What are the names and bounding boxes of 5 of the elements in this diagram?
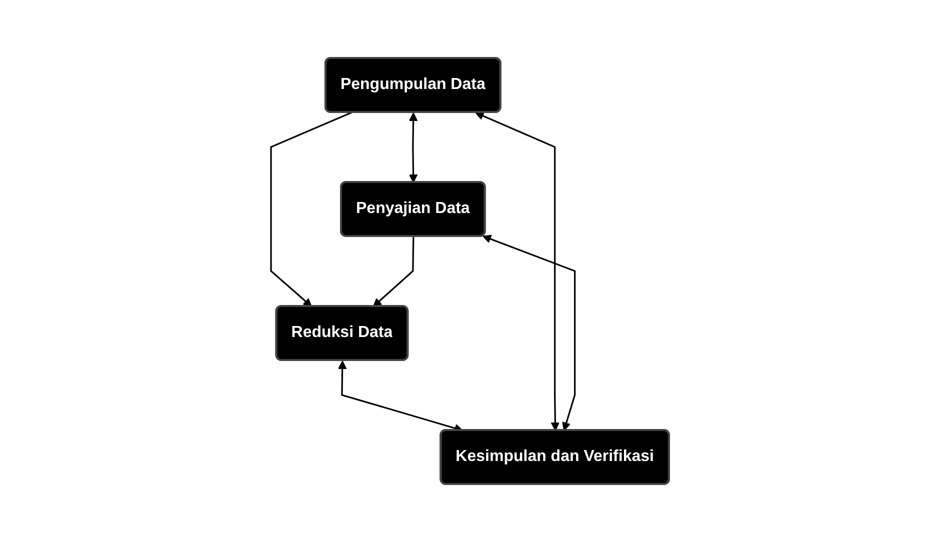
arrow <box>270 111 352 306</box>
arrow <box>482 234 576 430</box>
arrow <box>372 236 414 306</box>
arrow <box>408 112 418 182</box>
arrow <box>475 111 560 430</box>
